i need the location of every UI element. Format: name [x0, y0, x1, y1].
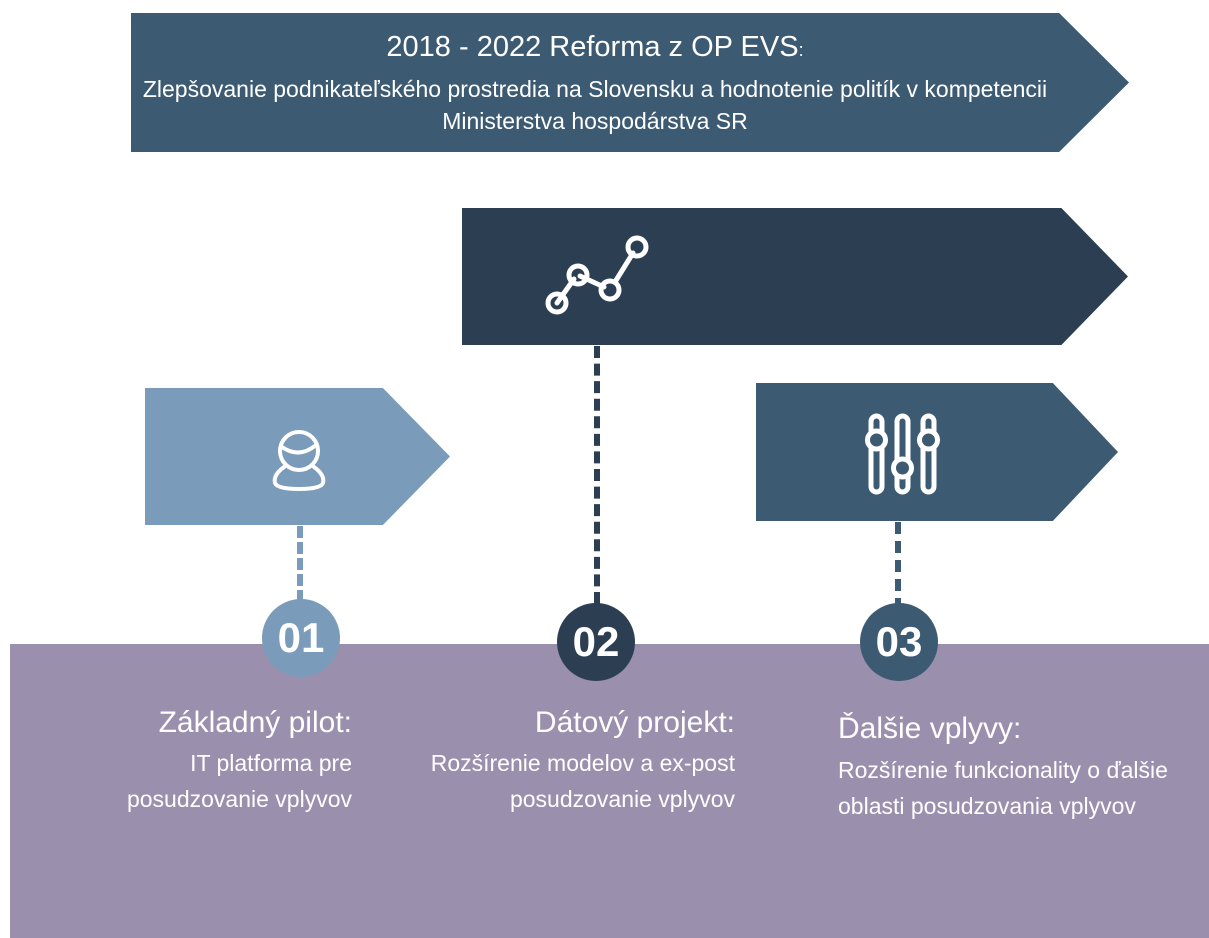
step-badge-01: 01 [262, 599, 340, 677]
step-heading-01: Základný pilot: [158, 706, 352, 739]
step-description-02: Rozšírenie modelov a ex-post posudzovani… [430, 750, 735, 812]
sliders-icon [865, 413, 940, 495]
connector-03 [895, 522, 901, 610]
step-badge-02: 02 [557, 603, 635, 681]
banner-title: 2018 - 2022 Reforma z OP EVS: [386, 31, 804, 63]
step-description-03: Rozšírenie funkcionality o ďalšie oblast… [838, 757, 1168, 819]
user-icon [272, 430, 326, 492]
banner-subtitle: Zlepšovanie podnikateľského prostredia n… [142, 76, 1048, 134]
step-description-01: IT platforma pre posudzovanie vplyvov [126, 750, 352, 812]
pilot-arrow [145, 388, 450, 525]
bottom-panel [10, 644, 1209, 938]
step-heading-02: Dátový projekt: [534, 706, 735, 739]
line-chart-icon [545, 235, 649, 315]
banner-title-suffix: : [798, 40, 804, 60]
data-project-arrow [462, 208, 1128, 345]
step-badge-03: 03 [860, 603, 938, 681]
connector-02 [594, 346, 600, 604]
step-heading-03: Ďalšie vplyvy: [838, 712, 1022, 745]
connector-01 [297, 526, 303, 602]
banner-arrow: 2018 - 2022 Reforma z OP EVS: Zlepšovani… [131, 13, 1129, 152]
further-impacts-arrow [756, 383, 1118, 521]
